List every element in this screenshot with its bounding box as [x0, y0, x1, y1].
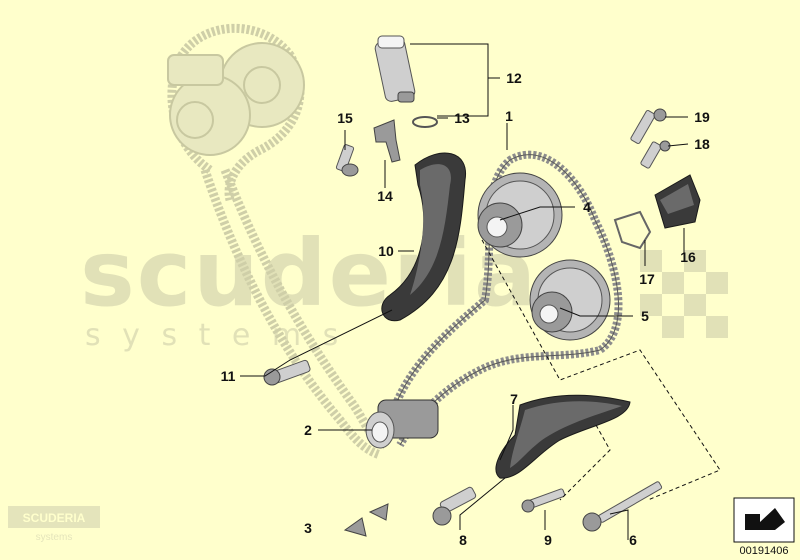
callout-3: 3 — [304, 520, 312, 536]
exhaust-camshaft-sprocket — [529, 259, 611, 341]
tensioning-rail — [381, 152, 466, 322]
callout-17: 17 — [639, 271, 655, 287]
diagram-id-box: 00191406 — [733, 497, 795, 557]
watermark-subtitle: s y s t e m s — [85, 318, 344, 353]
callout-7: 7 — [510, 391, 518, 407]
bracket — [373, 119, 401, 163]
ghost-upper-sprockets — [167, 23, 387, 460]
chain-tensioner — [374, 35, 416, 103]
callout-15: 15 — [337, 110, 353, 126]
scuderia-logo-text: SCUDERIA — [23, 511, 86, 525]
callout-19: 19 — [694, 109, 710, 125]
crankshaft-sprocket — [365, 399, 439, 449]
callout-4: 4 — [583, 199, 591, 215]
callout-8: 8 — [459, 532, 467, 548]
checkered-flag-icon — [640, 250, 728, 338]
bolt-6 — [582, 481, 663, 532]
bolt-11 — [263, 359, 311, 386]
bolt-19 — [630, 108, 667, 144]
watermark: scuderia s y s t e m s — [80, 220, 728, 353]
scuderia-logo-subtext: systems — [36, 532, 73, 543]
scuderia-logo: SCUDERIA systems — [8, 506, 100, 543]
seal-ring — [412, 116, 438, 128]
callout-14: 14 — [377, 188, 393, 204]
callout-13: 13 — [454, 110, 470, 126]
diagram-id: 00191406 — [740, 545, 789, 557]
callout-1: 1 — [505, 108, 513, 124]
callout-18: 18 — [694, 136, 710, 152]
bolt-15 — [335, 144, 359, 177]
timing-chain — [384, 150, 623, 447]
callout-10: 10 — [378, 243, 394, 259]
callout-12: 12 — [506, 70, 522, 86]
callout-5: 5 — [641, 308, 649, 324]
leader-lines — [240, 43, 689, 540]
bolt-8 — [432, 486, 477, 526]
assembly-dashed-lines — [481, 239, 721, 501]
callout-9: 9 — [544, 532, 552, 548]
wedge-shims — [343, 503, 389, 537]
bolt-18 — [640, 140, 671, 169]
bolt-9 — [521, 488, 566, 513]
callout-6: 6 — [629, 532, 637, 548]
callout-2: 2 — [304, 422, 312, 438]
guide-rail — [495, 394, 631, 479]
watermark-brand: scuderia — [80, 220, 538, 327]
callout-11: 11 — [221, 368, 236, 384]
mount-block — [654, 174, 701, 229]
callout-16: 16 — [680, 249, 696, 265]
intake-camshaft-sprocket — [477, 172, 563, 258]
